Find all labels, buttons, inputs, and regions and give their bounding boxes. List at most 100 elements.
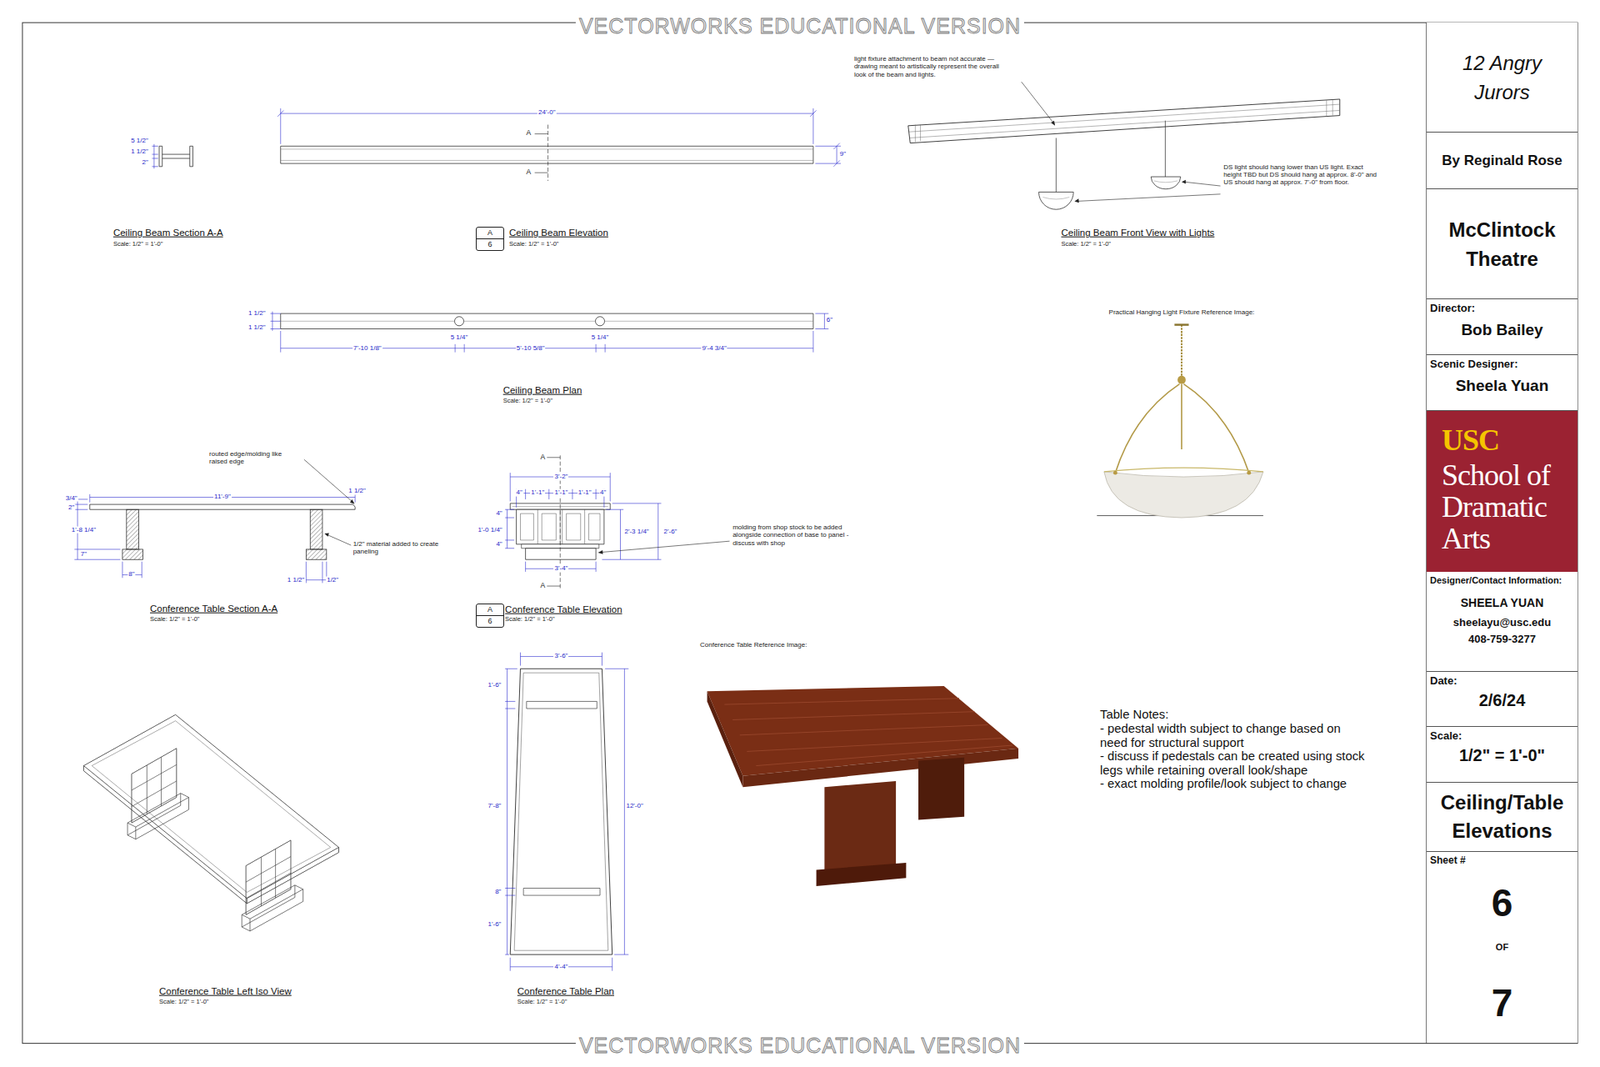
scale-note: Scale: 1/2" = 1'-0" xyxy=(509,240,560,248)
dimension-label: 1 1/2" xyxy=(247,324,267,332)
phone: 408-759-3277 xyxy=(1468,632,1536,646)
dimension-label: 7'-10 1/8" xyxy=(352,344,383,352)
table-base xyxy=(122,549,143,560)
field-value: Bob Bailey xyxy=(1460,320,1543,340)
venue-name: McClintock Theatre xyxy=(1430,215,1575,274)
sheet-number: 6 xyxy=(476,239,504,250)
dimension-line xyxy=(270,311,829,353)
dimension-label: 1'-1" xyxy=(577,489,593,497)
email: sheelayu@usc.edu xyxy=(1453,615,1551,630)
dimension-label: 5 1/2" xyxy=(130,137,150,145)
dimension-label: 9'-4 3/4" xyxy=(701,344,728,352)
dimension-label: 1'-1" xyxy=(530,489,545,497)
dimension-label: 5'-10 5/8" xyxy=(515,344,546,352)
fixture-clip xyxy=(1113,470,1118,475)
dimension-label: 4" xyxy=(515,489,524,497)
dimension-label: 11'-9" xyxy=(213,493,232,501)
dimension-label: 12'-0" xyxy=(625,802,644,810)
dimension-label: 3'-2" xyxy=(554,472,570,480)
beam-perspective xyxy=(908,99,1340,144)
fixture-clip xyxy=(1246,470,1251,475)
field-value: 1/2" = 1'-0" xyxy=(1459,745,1545,765)
dimension-label: 1'-0 1/4" xyxy=(476,525,503,534)
view-title: Conference Table Elevation xyxy=(505,604,622,615)
logo-box: USCSchool of Dramatic Arts xyxy=(1426,410,1578,572)
field-label: Designer/Contact Information: xyxy=(1430,575,1562,586)
field-label: Scenic Designer: xyxy=(1430,357,1519,370)
leader-line xyxy=(1021,81,1221,201)
watermark: VECTORWORKS EDUCATIONAL VERSION xyxy=(575,15,1025,39)
reference-caption: Conference Table Reference Image: xyxy=(700,640,807,649)
dimension-label: 1/2" xyxy=(325,575,340,584)
section-mark: A xyxy=(540,581,546,590)
reference-caption: Practical Hanging Light Fixture Referenc… xyxy=(1109,308,1255,316)
sheet-number: 7 xyxy=(1491,983,1514,1022)
iso-table-top xyxy=(83,714,339,898)
callout-note: molding from shop stock to be added alon… xyxy=(732,523,860,547)
scale-note: Scale: 1/2" = 1'-0" xyxy=(150,615,200,623)
leader-line xyxy=(304,459,354,545)
field-value: 2/6/24 xyxy=(1479,690,1526,710)
dimension-label: 7'-8" xyxy=(487,802,503,810)
title-block-cell: Scale:1/2" = 1'-0" xyxy=(1426,726,1578,783)
photo-pedestal xyxy=(918,757,965,820)
dimension-line xyxy=(505,472,661,572)
view-letter: A xyxy=(476,227,504,240)
leader-arrowhead xyxy=(324,499,355,537)
photo-pedestal xyxy=(824,780,896,874)
section-mark: A xyxy=(525,168,531,176)
iso-base xyxy=(127,793,304,931)
callout-note: DS light should hang lower than US light… xyxy=(1223,163,1382,187)
leader-line xyxy=(600,540,730,552)
section-mark: A xyxy=(525,130,531,138)
sheet-number: 6 xyxy=(1491,883,1514,922)
dimension-label: 4'-4" xyxy=(554,962,570,970)
dimension-line xyxy=(505,652,629,971)
section-mark: A xyxy=(540,453,546,461)
fixture-canopy xyxy=(1174,323,1189,325)
dimension-label: 1'-8 1/4" xyxy=(70,525,97,534)
beam-detail xyxy=(280,320,814,322)
scale-note: Scale: 1/2" = 1'-0" xyxy=(159,998,210,1005)
title-block-cell: Director:Bob Bailey xyxy=(1426,299,1578,355)
photo-pedestal-base xyxy=(816,862,907,886)
table-leg xyxy=(126,509,140,550)
dimension-label: 1 1/2" xyxy=(347,487,367,495)
watermark: VECTORWORKS EDUCATIONAL VERSION xyxy=(575,1034,1025,1058)
dimension-label: 3'-6" xyxy=(554,652,570,660)
photo-table-edge xyxy=(707,690,744,787)
dimension-label: 2" xyxy=(140,158,149,166)
field-label: Date: xyxy=(1430,674,1458,687)
scale-note: Scale: 1/2" = 1'-0" xyxy=(505,615,555,623)
title-block-cell: Sheet # 6OF 7 xyxy=(1426,851,1578,1043)
iso-table-thickness xyxy=(83,765,339,904)
pedestal-outline xyxy=(523,700,600,895)
pedestal-base xyxy=(525,548,596,560)
fixture-rim xyxy=(1104,467,1264,472)
dimension-line xyxy=(151,144,158,169)
production-title: 12 Angry Jurors xyxy=(1430,48,1575,107)
dimension-label: 3/4" xyxy=(65,494,79,502)
beam-plan xyxy=(280,313,814,329)
table-plan xyxy=(510,668,612,955)
field-label: Sheet # xyxy=(1430,854,1466,867)
dimension-label: 2'-6" xyxy=(663,528,679,536)
dimension-label: 3'-4" xyxy=(554,565,570,573)
callout-note: routed edge/molding like raised edge xyxy=(209,450,300,465)
fixture-bowl xyxy=(1104,471,1264,518)
dimension-line xyxy=(277,108,841,167)
light-mount xyxy=(595,316,605,326)
scale-note: Scale: 1/2" = 1'-0" xyxy=(503,397,554,405)
photo-table-edge xyxy=(742,748,1019,788)
dimension-label: 4" xyxy=(495,540,503,548)
field-label: OF xyxy=(1495,941,1509,952)
beam-detail xyxy=(909,99,1340,142)
dimension-label: 4" xyxy=(495,510,503,518)
logo-mark: USC xyxy=(1441,425,1500,455)
dimension-label: 1'-1" xyxy=(554,489,570,497)
view-title: Conference Table Left Iso View xyxy=(159,985,292,997)
scale-note: Scale: 1/2" = 1'-0" xyxy=(517,998,568,1005)
title-block-cell: Scenic Designer:Sheela Yuan xyxy=(1426,355,1578,411)
leader-arrowhead xyxy=(598,550,604,555)
dimension-label: 7" xyxy=(80,550,88,558)
